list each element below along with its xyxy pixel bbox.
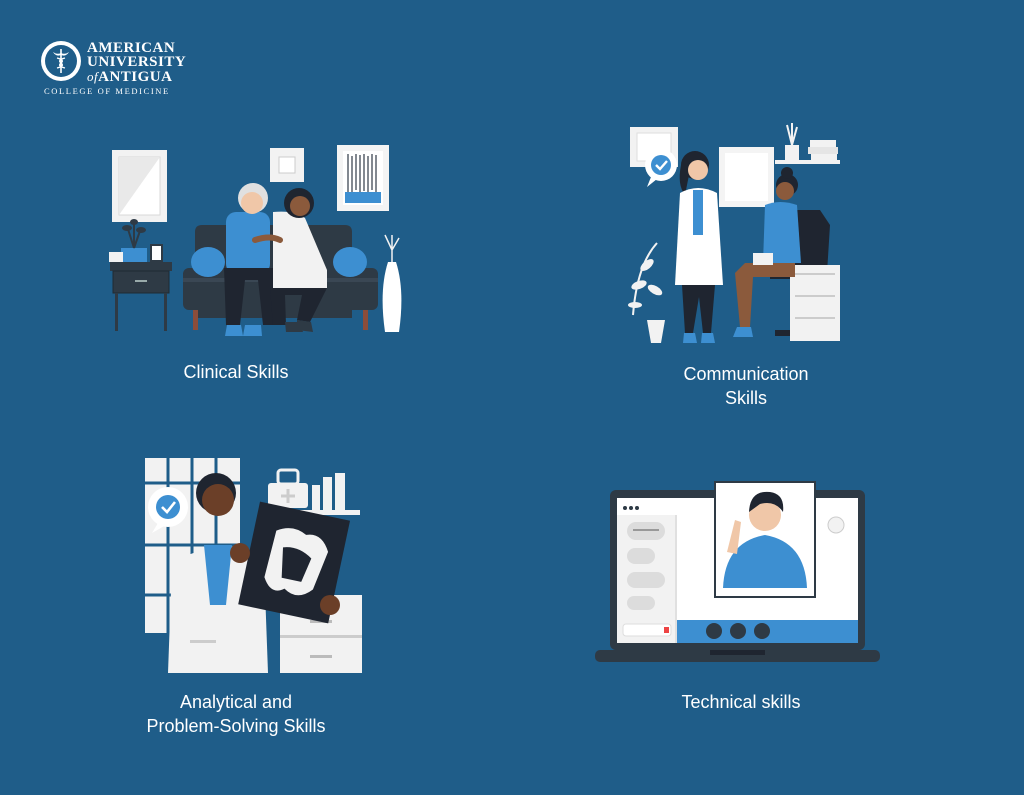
clinical-skills-line1: Clinical Skills (183, 362, 289, 382)
logo-line-antigua: ofANTIGUA (87, 69, 172, 86)
logo-line-college: COLLEGE OF MEDICINE (44, 86, 170, 96)
caduceus-seal-icon (41, 41, 81, 81)
clinical-skills-illustration (109, 145, 402, 336)
analytical-skills-illustration (145, 458, 362, 673)
communication-skills-caption: Communication Skills (646, 362, 846, 410)
technical-skills-illustration (595, 481, 880, 662)
analytical-skills-caption: Analytical and Problem-Solving Skills (116, 690, 356, 738)
analytical-skills-line2: Problem-Solving Skills (146, 716, 326, 736)
analytical-skills-line1: Analytical and (179, 692, 293, 712)
communication-skills-line1: Communication (683, 364, 809, 384)
logo-antigua: ANTIGUA (98, 69, 173, 85)
logo-line-american: AMERICAN (87, 40, 176, 56)
logo-of: of (87, 69, 99, 84)
clinical-skills-caption: Clinical Skills (136, 360, 336, 384)
logo-line-university: UNIVERSITY (87, 54, 187, 70)
communication-skills-line2: Skills (724, 388, 767, 408)
technical-skills-caption: Technical skills (641, 690, 841, 714)
university-logo: AMERICAN UNIVERSITY ofANTIGUA COLLEGE OF… (40, 40, 190, 100)
communication-skills-illustration (628, 123, 840, 343)
technical-skills-line1: Technical skills (681, 692, 801, 712)
